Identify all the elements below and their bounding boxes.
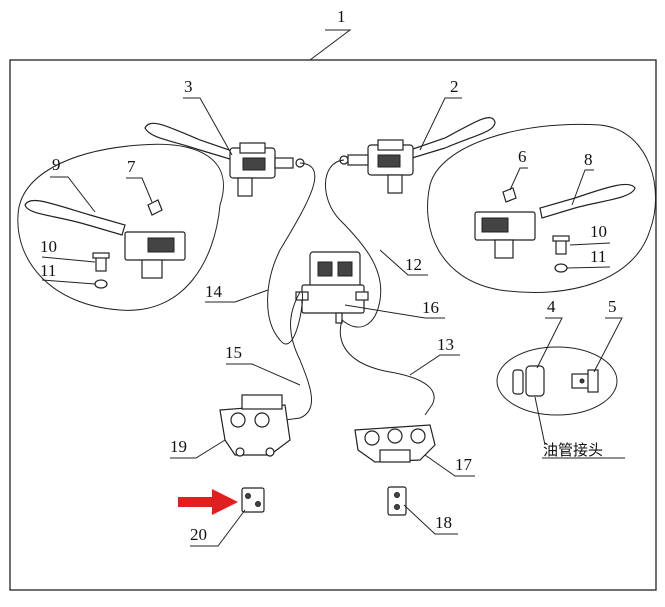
- label-5: 5: [608, 297, 617, 316]
- leader-12: [379, 249, 428, 276]
- right-group-outline: [427, 123, 657, 293]
- hose-14: [267, 162, 316, 345]
- leader-3: [183, 97, 233, 156]
- assembly-frame: [9, 59, 657, 591]
- leader-17: [424, 454, 475, 477]
- leader-4: [536, 317, 563, 369]
- hose-13: [339, 319, 435, 416]
- leader-1: [309, 29, 352, 61]
- part-3-left-brake-master-cylinder: [144, 122, 305, 197]
- label-6: 6: [518, 147, 527, 166]
- fitting-detail-outline: [496, 346, 618, 416]
- label-11-right: 11: [590, 247, 606, 266]
- part-2-right-brake-master-cylinder: [339, 117, 496, 194]
- leader-5: [593, 317, 623, 373]
- label-2: 2: [450, 77, 459, 96]
- part-10-right-bolt: [552, 235, 570, 255]
- leader-11-left: [41, 279, 96, 285]
- part-18-brake-pad: [387, 486, 407, 516]
- label-7: 7: [127, 157, 136, 176]
- part-19-left-brake-caliper: [219, 394, 291, 457]
- leader-14: [205, 289, 269, 303]
- leader-16: [344, 304, 445, 319]
- label-3: 3: [184, 77, 193, 96]
- label-18: 18: [435, 513, 452, 532]
- leader-10-left: [41, 256, 96, 263]
- leader-20: [190, 509, 246, 547]
- part-16-brake-distribution-unit: [295, 251, 369, 324]
- part-6-right-switch: [502, 187, 517, 203]
- fitting-caption: 油管接头: [543, 441, 603, 459]
- part-17-right-brake-caliper: [354, 424, 436, 463]
- label-1: 1: [337, 7, 346, 26]
- leader-15: [226, 363, 301, 386]
- label-9: 9: [52, 155, 61, 174]
- part-7-left-switch: [147, 199, 163, 216]
- leader-7: [126, 177, 153, 203]
- leader-19: [170, 439, 226, 459]
- label-10-left: 10: [40, 237, 57, 256]
- label-13: 13: [437, 335, 454, 354]
- label-17: 17: [455, 455, 473, 474]
- label-20: 20: [190, 525, 207, 544]
- part-20-brake-pad: [241, 487, 265, 513]
- hose-12: [325, 159, 382, 328]
- leader-caption-to-fitting: [534, 396, 546, 446]
- label-15: 15: [225, 343, 242, 362]
- left-group-outline: [17, 143, 224, 311]
- label-4: 4: [547, 297, 556, 316]
- leader-2: [419, 97, 462, 151]
- part-11-left-nut: [94, 279, 108, 289]
- label-14: 14: [205, 282, 223, 301]
- part-11-right-nut: [554, 263, 568, 273]
- label-8: 8: [584, 150, 593, 169]
- label-12: 12: [405, 255, 422, 274]
- label-11-left: 11: [40, 261, 56, 280]
- leader-9: [50, 176, 96, 213]
- part-5-banjo-bolt: [571, 369, 599, 393]
- part-4-banjo-fitting: [512, 365, 545, 397]
- leader-8: [571, 169, 594, 206]
- leader-6: [509, 167, 528, 191]
- part-10-left-bolt: [92, 252, 110, 272]
- label-10-right: 10: [590, 222, 607, 241]
- hose-15: [284, 291, 313, 421]
- leader-10-right: [569, 242, 611, 246]
- label-16: 16: [422, 298, 439, 317]
- leader-18: [403, 504, 458, 535]
- label-19: 19: [170, 437, 187, 456]
- part-8-right-lever-assembly: [474, 183, 636, 259]
- leader-11-right: [566, 266, 611, 269]
- leader-13: [409, 354, 460, 376]
- part-9-left-lever-assembly: [24, 199, 186, 279]
- highlight-arrow: [178, 489, 238, 515]
